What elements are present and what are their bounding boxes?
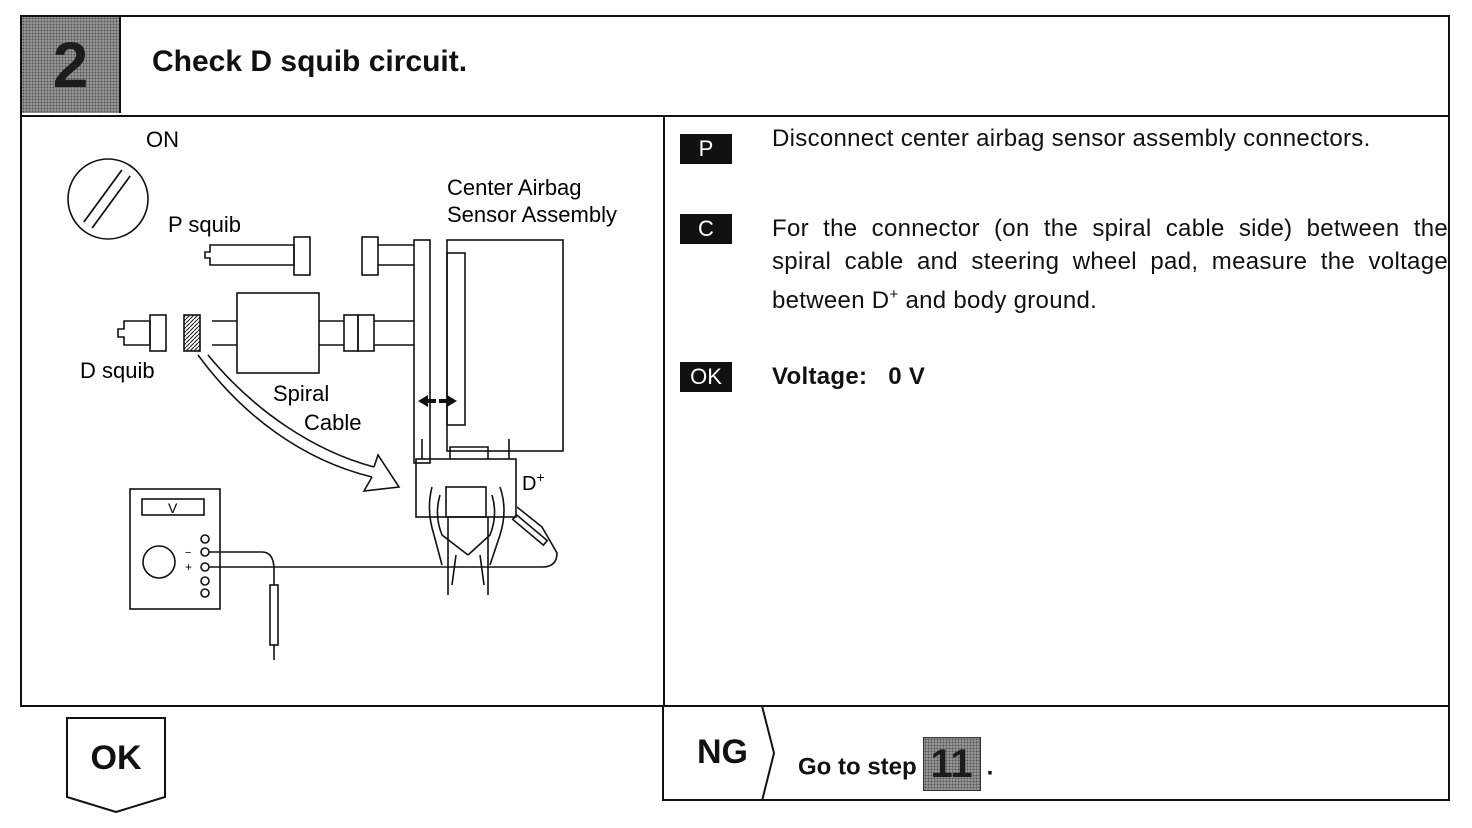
spiral-label-2: Cable: [304, 410, 361, 435]
badge-check: C: [680, 214, 732, 244]
instruction-text: For the connector (on the spiral cable s…: [772, 215, 1448, 314]
wiring-diagram: ON Center Airbag Sensor Assembly P squib…: [22, 115, 663, 705]
terminal-label: D+: [522, 469, 545, 495]
instruction-prepare: P Disconnect center airbag sensor assemb…: [680, 122, 1448, 212]
ok-branch: OK: [66, 717, 166, 814]
p-squib-label: P squib: [168, 212, 241, 237]
diagram-svg: ON Center Airbag Sensor Assembly P squib…: [67, 127, 617, 660]
d-squib-label: D squib: [80, 358, 155, 383]
instruction-text: Disconnect center airbag sensor assembly…: [772, 125, 1371, 152]
center-sensor-label-1: Center Airbag: [447, 175, 582, 200]
instruction-ok: OK Voltage: 0 V: [680, 362, 1448, 402]
p-squib-connector-icon: [204, 244, 295, 266]
connector-detail-icon: [415, 439, 517, 595]
meter-minus-label: −: [185, 547, 191, 559]
disconnect-arrow-icon: [418, 395, 457, 407]
center-sensor-label-2: Sensor Assembly: [447, 202, 617, 227]
step-ref-badge: 11: [922, 737, 981, 791]
instruction-check: C For the connector (on the spiral cable…: [680, 212, 1448, 362]
ignition-label: ON: [146, 127, 179, 152]
ok-condition: Voltage: 0 V: [772, 363, 926, 390]
column-divider: [663, 115, 665, 705]
spiral-cable-icon: [236, 292, 320, 374]
spiral-label-1: Spiral: [273, 381, 329, 406]
meter-unit-label: V: [168, 500, 178, 516]
ng-label: NG: [697, 733, 748, 771]
step-title: Check D squib circuit.: [152, 45, 468, 78]
meter-plus-label: +: [185, 560, 192, 574]
d-squib-connector-icon: [117, 320, 151, 346]
step-header: 2 Check D squib circuit.: [22, 17, 1448, 117]
chevron-right-icon: [761, 706, 776, 801]
instruction-list: P Disconnect center airbag sensor assemb…: [680, 122, 1448, 402]
badge-prepare: P: [680, 134, 732, 164]
procedure-frame: 2 Check D squib circuit.: [20, 15, 1450, 707]
ignition-switch-icon: [67, 158, 149, 240]
badge-ok: OK: [680, 362, 732, 392]
ok-branch-label: OK: [90, 739, 142, 777]
pointer-arrow-icon: [362, 453, 401, 492]
step-number: 2: [22, 17, 121, 113]
